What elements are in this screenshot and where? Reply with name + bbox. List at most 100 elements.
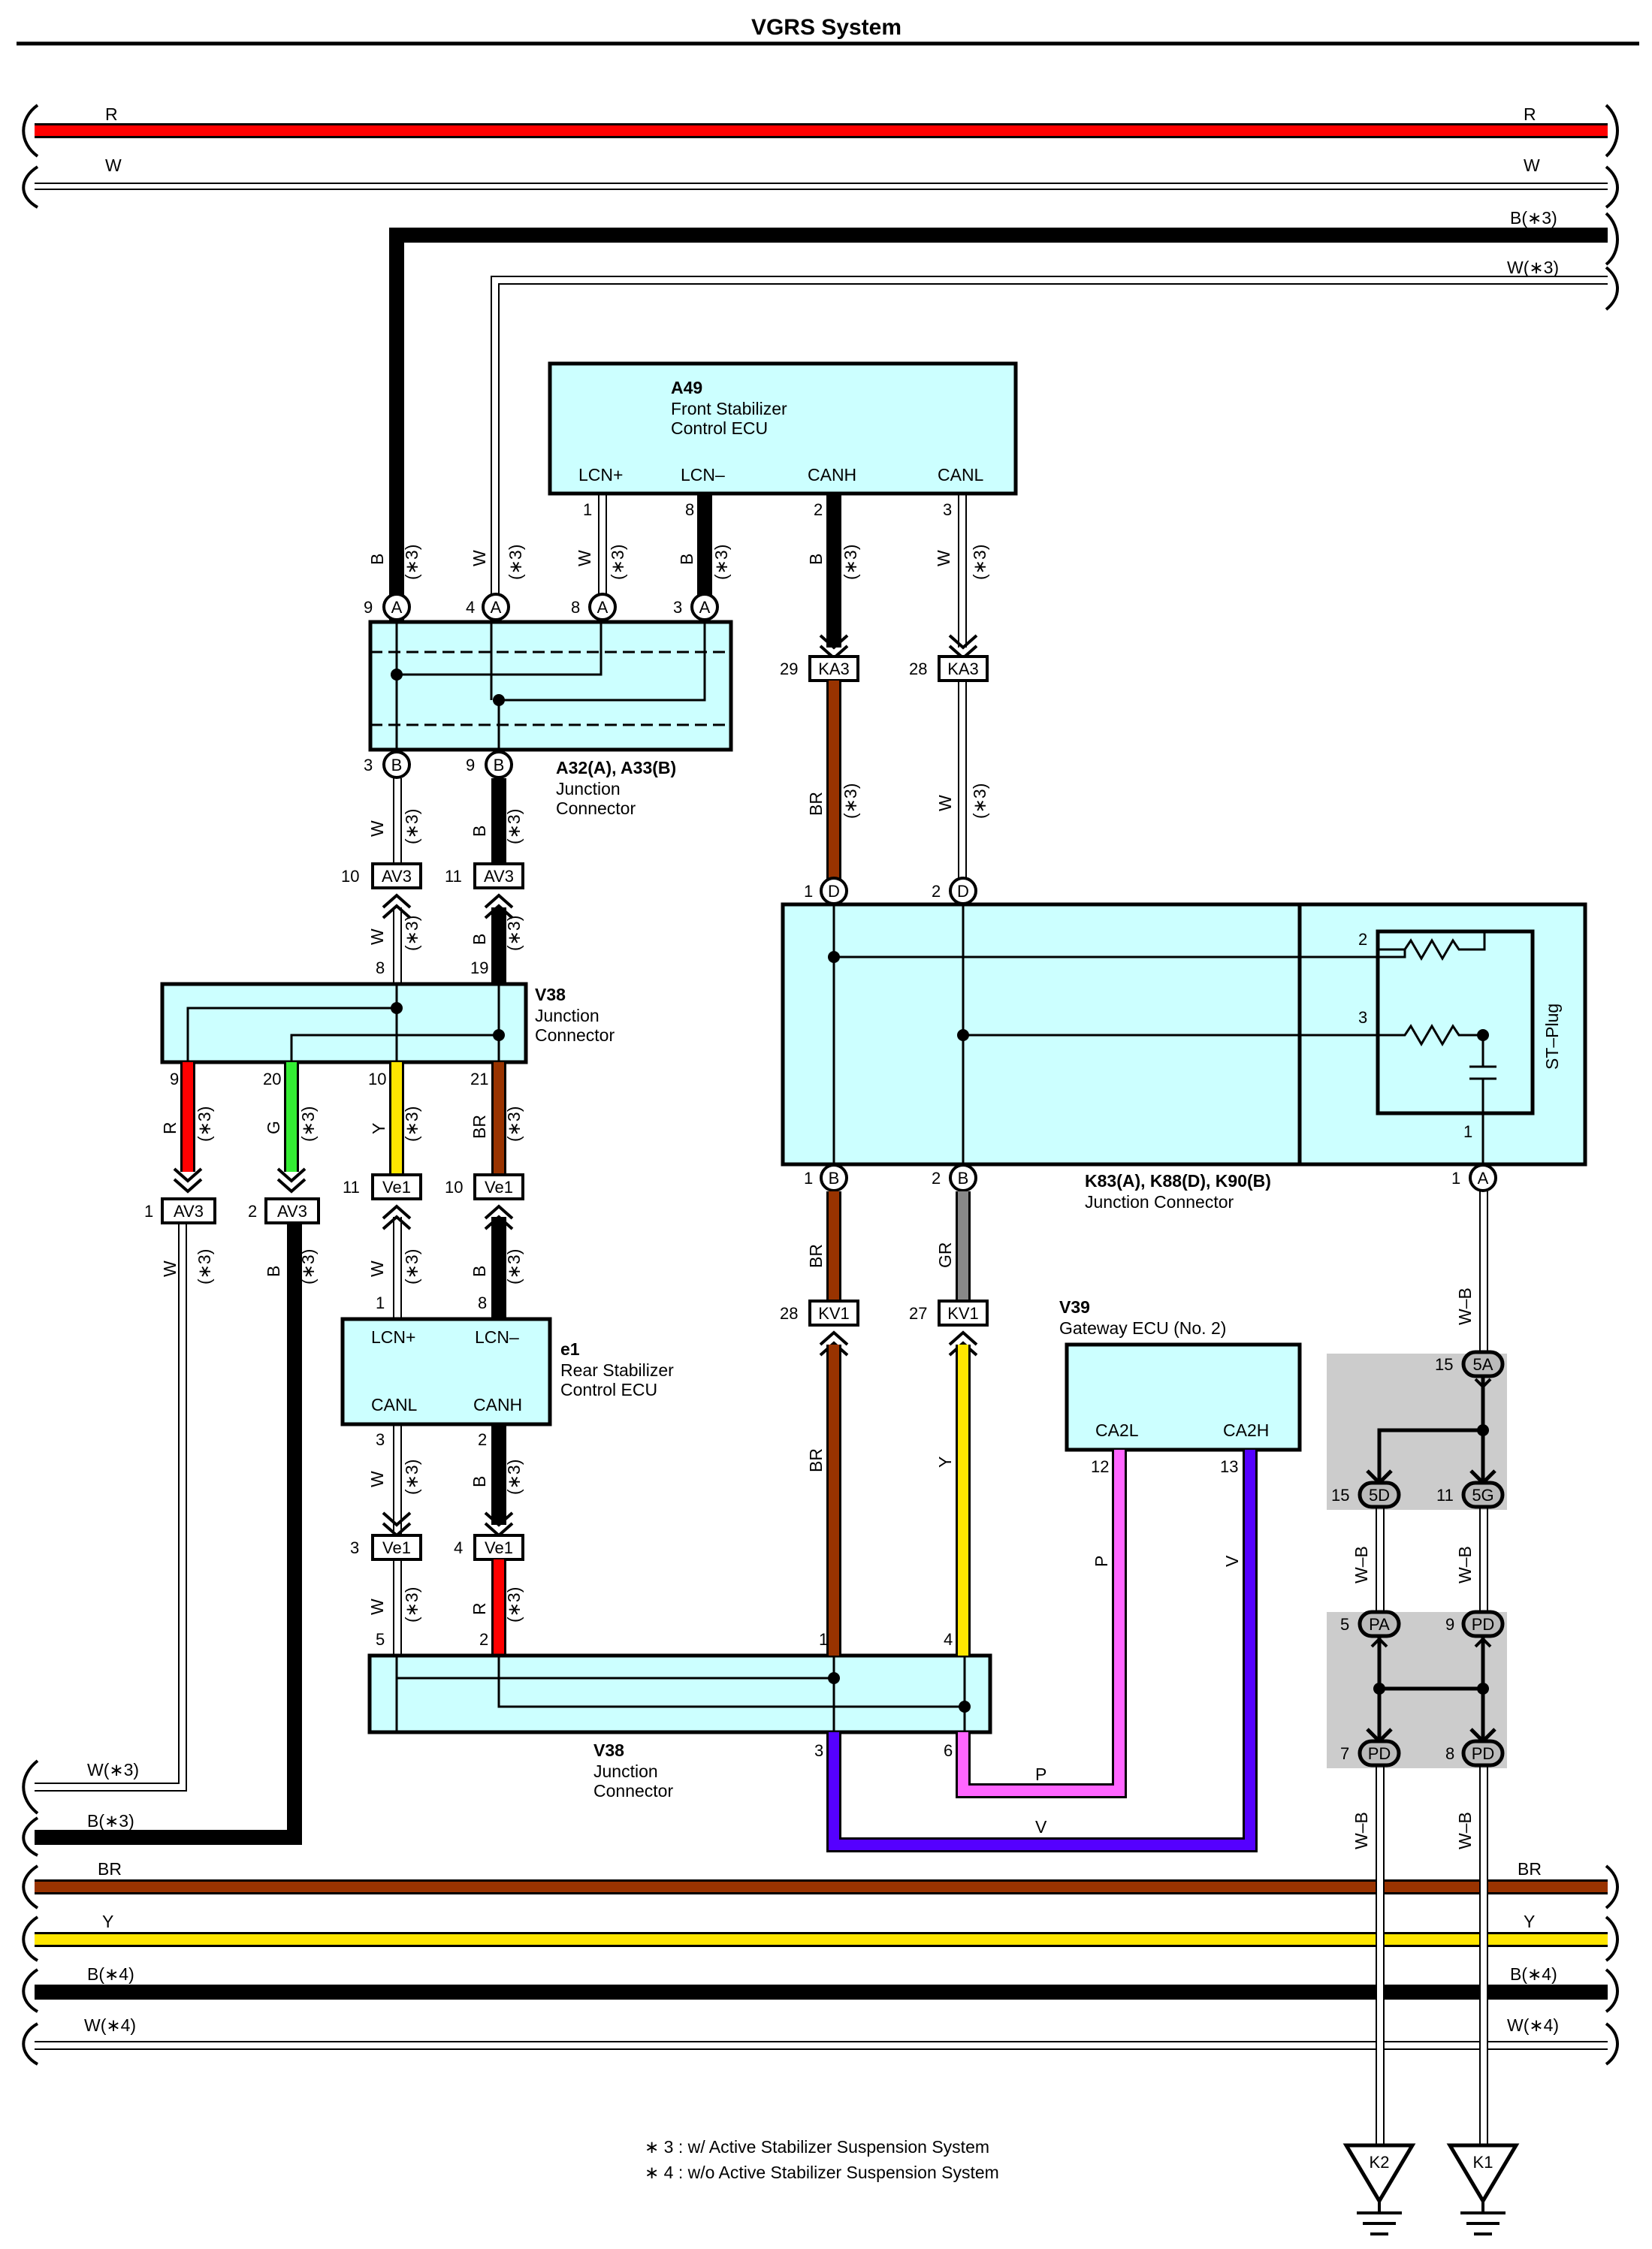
k83-conn-d-1: D [828,882,840,901]
ka3-num-29: 29 [780,660,798,678]
vlabel-n3-r: (∗3) [195,1106,214,1142]
ve1-num-10: 10 [445,1178,463,1197]
e1-num-1: 1 [376,1294,385,1312]
k83-num-d1: 1 [804,882,813,901]
vlabel-g: G [264,1121,283,1134]
vlabel-n3-v38b3: (∗3) [504,1587,524,1623]
vlabel-n3-canh2: (∗3) [504,1460,524,1495]
ve1-num-3: 3 [350,1538,359,1557]
label-w4-right: W(∗4) [1507,2015,1559,2035]
a32-num-9: 9 [364,598,373,617]
vlabel-n3-av3: (∗3) [402,809,421,844]
v38-num-10: 10 [368,1070,386,1088]
conn-5d: 5D [1369,1486,1390,1505]
label-b4-right: B(∗4) [1510,1964,1557,1984]
vlabel-y-down: Y [935,1457,955,1468]
vlabel-br-ka3: BR [806,792,826,816]
kv1-28: KV1 [818,1304,850,1323]
note-4: ∗ 4 : w/o Active Stabilizer Suspension S… [645,2163,999,2182]
av3-1: AV3 [174,1202,204,1221]
kv1-num-28: 28 [780,1304,798,1323]
e1-num-8: 8 [478,1294,487,1312]
vlabel-n3-ka3b: (∗3) [970,783,989,819]
a49-pin-canh: CANH [808,465,856,485]
a32-name-2: Connector [556,798,636,818]
vlabel-wb-k1: W–B [1455,1812,1475,1849]
ground-k1-label: K1 [1473,2153,1493,2172]
ve1-num-11: 11 [343,1178,360,1197]
vlabel-n3-ka3: (∗3) [841,783,860,819]
wire-b3-top [389,228,1608,664]
conn-5a: 5A [1473,1355,1493,1374]
vlabel-wb-k2: W–B [1351,1812,1371,1849]
label-w3-bottom: W(∗3) [87,1760,139,1780]
diagram-title: VGRS System [751,15,902,40]
note-3: ∗ 3 : w/ Active Stabilizer Suspension Sy… [645,2137,989,2157]
av3-num-1: 1 [144,1202,153,1221]
vlabel-w-av3-1: W [160,1260,180,1277]
conn-pd-9: PD [1472,1615,1495,1634]
vlabel-b-3: B [677,554,696,565]
vlabel-n3-9: (∗3) [402,545,421,580]
v38-num-8: 8 [376,958,385,977]
vlabel-w-v38: W [367,928,387,945]
conn-5g: 5G [1472,1486,1493,1505]
vlabel-wb-k83: W–B [1455,1288,1475,1325]
hlabel-v: V [1035,1817,1047,1837]
num-9-pd: 9 [1445,1615,1454,1634]
vlabel-w-av3: W [367,820,387,837]
a32-num-9b: 9 [466,756,475,774]
st-plug-label: ST–Plug [1542,1004,1562,1070]
k83-conn-a-1: A [1478,1169,1489,1188]
label-y-left: Y [102,1912,113,1931]
label-w-right: W [1524,155,1540,175]
vlabel-n3-av3-2: (∗3) [298,1249,318,1284]
v39-num-12: 12 [1091,1457,1109,1476]
vlabel-b-canh2: B [470,1476,489,1487]
vlabel-b-v38: B [470,934,489,945]
a49-name-1: Front Stabilizer [671,399,787,418]
vlabel-br-down: BR [806,1448,826,1472]
conn-pd-8: PD [1472,1744,1495,1763]
vlabel-n3-v38: (∗3) [402,916,421,951]
conn-pd-7: PD [1368,1744,1391,1763]
a32-conn-b-3: B [391,756,403,774]
k83-conn-d-2: D [957,882,969,901]
vlabel-n3-e1b: (∗3) [504,1249,524,1284]
v38b-num-4: 4 [944,1630,953,1649]
a32-num-3: 3 [673,598,682,617]
e1-name-1: Rear Stabilizer [560,1360,674,1380]
k83-code: K83(A), K88(D), K90(B) [1085,1171,1271,1191]
k83-num-b1: 1 [804,1169,813,1188]
ka3-num-28: 28 [909,660,927,678]
vlabel-n3-av3-1: (∗3) [195,1249,214,1284]
label-br-right: BR [1518,1859,1542,1879]
rear-stabilizer-ecu [340,1317,552,1426]
vlabel-n3-e1: (∗3) [402,1249,421,1284]
v39-num-13: 13 [1220,1457,1238,1476]
label-w4-left: W(∗4) [84,2015,136,2035]
av3-10: AV3 [382,867,412,886]
v38b-num-6: 6 [944,1741,953,1760]
vlabel-b-9: B [367,554,387,565]
v38-top-code: V38 [535,985,566,1004]
v38-bottom-junction [367,1653,992,1734]
vlabel-b-canh: B [806,554,826,565]
ground-k2: K2 [1342,2143,1416,2235]
v38-num-9: 9 [170,1070,179,1088]
v38-top-name-1: Junction [535,1006,599,1025]
bottom-bus: W(∗3) B(∗3) BR BR Y Y B(∗4) B(∗4) W(∗4) … [22,1759,1619,2066]
a49-code: A49 [671,378,702,397]
v38-bottom-name-2: Connector [593,1781,673,1801]
vlabel-n3-v38b2: (∗3) [402,1587,421,1623]
vlabel-b-av3: B [470,826,489,837]
vlabel-n3-canl: (∗3) [970,545,989,580]
v38b-num-3: 3 [814,1741,823,1760]
e1-num-2: 2 [478,1430,487,1449]
vlabel-b-av3-2: B [264,1266,283,1277]
vlabel-gr: GR [935,1242,955,1269]
vlabel-n3-g: (∗3) [298,1106,318,1142]
a32-conn-b-9: B [494,756,505,774]
ka3-28: KA3 [947,660,979,678]
num-15-5d: 15 [1331,1486,1349,1505]
